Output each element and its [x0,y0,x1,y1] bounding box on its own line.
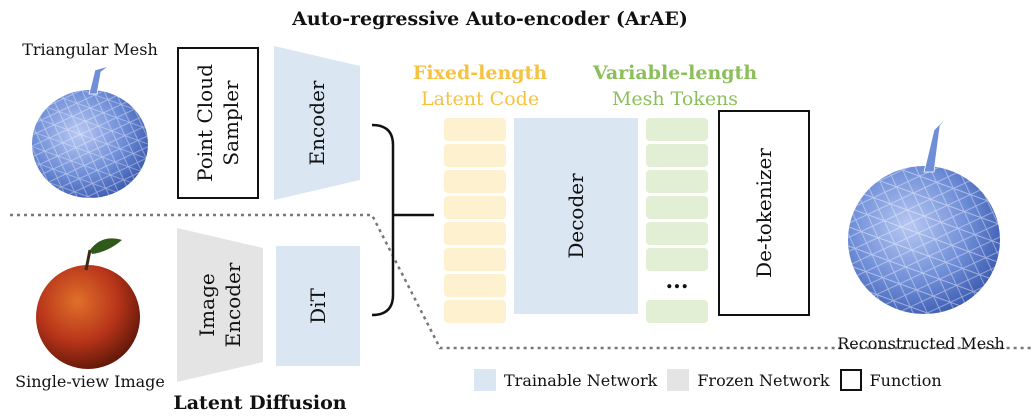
legend-function-swatch [839,369,862,391]
latent-diffusion-title: Latent Diffusion [173,392,347,414]
latent-token [444,222,506,245]
image-encoder-label: Image Encoder [195,262,245,348]
single-view-image-label: Single-view Image [15,372,165,391]
legend-function-label: Function [869,370,942,390]
mesh-token-ellipsis: ... [646,268,708,297]
mesh-token [646,196,708,219]
reconstructed-mesh-apple-icon [842,100,1007,322]
legend-frozen-swatch [667,369,690,391]
point-cloud-sampler-label: Point Cloud Sampler [193,64,243,182]
fixed-length-header: Fixed-length [412,62,548,84]
mesh-tokens-header: Mesh Tokens [611,88,739,110]
latent-code-header: Latent Code [420,88,540,110]
merge-bracket [371,123,395,317]
point-cloud-sampler-box: Point Cloud Sampler [177,47,259,199]
latent-token [444,144,506,167]
latent-token [444,248,506,271]
mesh-tokens: ... [646,118,708,323]
latent-token [444,300,506,323]
image-encoder-block: Image Encoder [177,228,263,382]
triangular-mesh-label: Triangular Mesh [22,40,158,59]
mesh-token [646,118,708,141]
mesh-token [646,300,708,323]
decoder-label: Decoder [564,173,588,259]
latent-token [444,170,506,193]
legend-trainable-label: Trainable Network [504,370,658,390]
latent-token [444,274,506,297]
latent-code-tokens [444,118,506,323]
variable-length-header: Variable-length [592,62,758,84]
mesh-token [646,170,708,193]
decoder-block: Decoder [514,118,638,314]
encoder-block: Encoder [274,46,360,200]
single-view-apple-icon [30,232,150,372]
latent-token [444,196,506,219]
mesh-token [646,248,708,271]
ellipsis-text: ... [665,267,689,294]
encoder-label: Encoder [305,80,329,166]
triangular-mesh-apple-icon [25,62,155,202]
mesh-token [646,222,708,245]
latent-token [444,118,506,141]
arae-title: Auto-regressive Auto-encoder (ArAE) [292,8,688,30]
dit-label: DiT [306,288,330,324]
reconstructed-mesh-label: Reconstructed Mesh [837,334,1005,353]
legend-frozen-label: Frozen Network [697,370,830,390]
legend-trainable-swatch [474,369,496,391]
dotted-separator [10,213,1032,350]
detokenizer-box: De-tokenizer [718,110,810,316]
dit-block: DiT [276,246,360,366]
mesh-token [646,144,708,167]
detokenizer-label: De-tokenizer [752,148,776,278]
legend: Trainable Network Frozen Network Functio… [474,369,942,391]
